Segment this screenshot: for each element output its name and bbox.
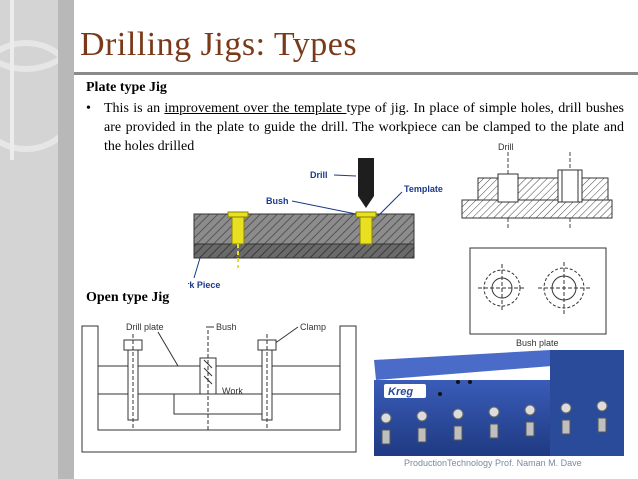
decorative-ring [0,40,74,152]
bullet-marker: • [86,101,91,116]
decorative-sidebar [0,0,74,479]
bullet-text-part: type of jig. In place of simple holes, d… [104,101,624,154]
label-bush: Bush [266,196,289,206]
section-heading-plate-jig: Plate type Jig [86,80,167,95]
label-bush-plate: Bush plate [516,338,559,348]
slide-title: Drilling Jigs: Types [80,26,358,63]
decorative-line [10,0,64,160]
label-work-piece: Work Piece [188,280,220,290]
bullet-text-underlined: improvement over the template [164,101,347,116]
footer-credit: ProductionTechnology Prof. Naman M. Dave [404,458,582,468]
section-drawing: Drill [461,142,613,228]
label-drill-section: Drill [498,142,514,152]
label-template: Template [404,184,443,194]
title-divider [74,72,638,75]
kreg-jig-image: Kreg Bush plate [370,336,628,458]
bullet-text-part: This is an [104,101,165,116]
label-clamp: Clamp [300,322,326,332]
label-work: Work [222,386,243,396]
plate-jig-diagram: Drill Bush Template Work Piece [188,158,443,290]
label-bush-open: Bush [216,322,237,332]
section-heading-open-jig: Open type Jig [86,290,170,305]
label-drill-plate: Drill plate [126,322,164,332]
decorative-stripe [58,0,74,479]
open-jig-diagram: Drill plate Bush Clamp Work [81,322,357,453]
plan-view-drawing [469,247,607,335]
bullet-paragraph: • This is an improvement over the templa… [86,99,624,156]
label-drill: Drill [310,170,328,180]
kreg-logo: Kreg [388,386,413,398]
bullet-text: This is an improvement over the template… [104,99,624,156]
